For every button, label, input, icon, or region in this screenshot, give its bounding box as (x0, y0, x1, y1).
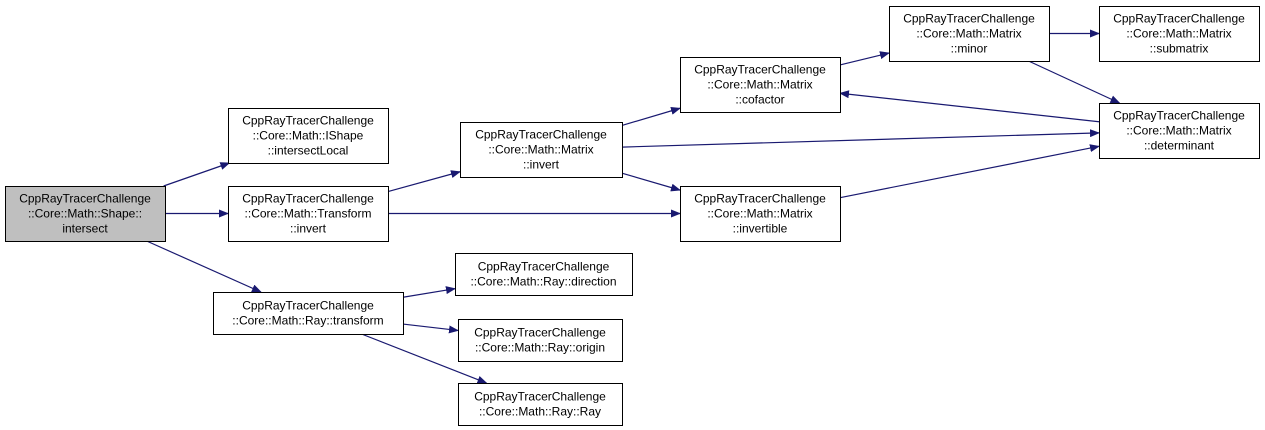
edge-matrix-invert-to-matrix-invertible (621, 172, 681, 192)
edge-matrix-cofactor-to-matrix-minor (839, 51, 890, 66)
node-label-line: ::Core::Math::Matrix (707, 78, 812, 92)
edge-shape-intersect-to-ray-transform (146, 240, 262, 293)
node-matrix-invert[interactable]: CppRayTracerChallenge::Core::Math::Matri… (460, 122, 623, 178)
edge-line (387, 170, 461, 193)
node-box (1099, 103, 1260, 159)
node-label-line: CppRayTracerChallenge (694, 63, 826, 77)
node-shape-intersect[interactable]: CppRayTracerChallenge::Core::Math::Shape… (5, 186, 166, 242)
node-label-line: CppRayTracerChallenge (474, 326, 606, 340)
edge-line (163, 162, 231, 187)
node-label-line: ::Core::Math::Matrix (916, 27, 1021, 41)
edge-line (146, 240, 262, 293)
node-box (458, 319, 623, 362)
node-label-line: ::Core::Math::IShape (253, 129, 364, 143)
node-matrix-determinant[interactable]: CppRayTracerChallenge::Core::Math::Matri… (1099, 103, 1260, 159)
node-label-line: ::cofactor (735, 93, 784, 107)
node-label-line: ::determinant (1144, 139, 1215, 153)
edge-ray-transform-to-ray-origin (402, 323, 459, 334)
edge-ray-transform-to-ray-ray (361, 333, 488, 384)
edge-line (621, 129, 1100, 148)
node-transform-invert[interactable]: CppRayTracerChallenge::Core::Math::Trans… (228, 186, 389, 242)
node-label-line: ::Core::Math::Matrix (488, 143, 593, 157)
edge-line (621, 172, 681, 192)
node-matrix-submatrix[interactable]: CppRayTracerChallenge::Core::Math::Matri… (1099, 6, 1260, 62)
node-label-line: ::Core::Math::Ray::origin (475, 341, 605, 355)
node-box (213, 292, 404, 335)
node-matrix-cofactor[interactable]: CppRayTracerChallenge::Core::Math::Matri… (680, 57, 841, 113)
node-label-line: ::Core::Math::Ray::Ray (479, 405, 601, 419)
edge-line (361, 333, 488, 384)
node-matrix-minor[interactable]: CppRayTracerChallenge::Core::Math::Matri… (889, 6, 1050, 62)
node-box (455, 253, 633, 296)
node-label-line: CppRayTracerChallenge (903, 12, 1035, 26)
node-label-line: CppRayTracerChallenge (1113, 12, 1245, 26)
edge-shape-intersect-to-ishape-intersectlocal (163, 162, 231, 187)
node-ishape-intersectlocal[interactable]: CppRayTracerChallenge::Core::Math::IShap… (228, 108, 389, 164)
node-label-line: CppRayTracerChallenge (1113, 109, 1245, 123)
node-label-line: ::Core::Math::Ray::transform (232, 314, 383, 328)
edge-line (621, 106, 681, 127)
node-label-line: ::invert (523, 158, 560, 172)
node-label-line: CppRayTracerChallenge (474, 390, 606, 404)
edge-ray-transform-to-ray-direction (402, 286, 456, 298)
edge-transform-invert-to-matrix-invert (387, 170, 461, 193)
node-label-line: ::minor (951, 42, 988, 56)
node-label-line: ::Core::Math::Transform (245, 207, 372, 221)
edge-line (839, 90, 1100, 123)
edge-line (402, 286, 456, 298)
node-label-line: CppRayTracerChallenge (19, 192, 151, 206)
node-ray-transform[interactable]: CppRayTracerChallenge::Core::Math::Ray::… (213, 292, 404, 335)
node-box (228, 108, 389, 164)
node-label-line: CppRayTracerChallenge (242, 114, 374, 128)
node-ray-direction[interactable]: CppRayTracerChallenge::Core::Math::Ray::… (455, 253, 633, 296)
edge-line (839, 51, 890, 66)
node-box (458, 383, 623, 426)
node-label-line: ::intersectLocal (268, 144, 349, 158)
edges-layer (146, 29, 1121, 384)
node-label-line: ::Core::Math::Matrix (1126, 124, 1231, 138)
node-label-line: CppRayTracerChallenge (475, 128, 607, 142)
node-box (889, 6, 1050, 62)
edge-line (839, 144, 1100, 199)
node-label-line: intersect (62, 222, 108, 236)
edge-matrix-invertible-to-matrix-determinant (839, 144, 1100, 199)
edge-matrix-minor-to-matrix-determinant (1028, 60, 1121, 104)
node-label-line: ::Core::Math::Matrix (1126, 27, 1231, 41)
edge-matrix-determinant-to-matrix-cofactor (839, 90, 1100, 123)
node-label-line: ::invertible (733, 222, 788, 236)
node-matrix-invertible[interactable]: CppRayTracerChallenge::Core::Math::Matri… (680, 186, 841, 242)
node-label-line: CppRayTracerChallenge (478, 260, 610, 274)
node-label-line: ::Core::Math::Ray::direction (470, 275, 616, 289)
edge-line (402, 323, 459, 334)
node-label-line: CppRayTracerChallenge (242, 299, 374, 313)
edge-line (1028, 60, 1121, 104)
node-box (5, 186, 166, 242)
node-label-line: ::Core::Math::Matrix (707, 207, 812, 221)
node-label-line: ::submatrix (1150, 42, 1209, 56)
nodes-layer: CppRayTracerChallenge::Core::Math::Shape… (5, 6, 1260, 426)
edge-matrix-invert-to-matrix-determinant (621, 129, 1100, 148)
node-ray-origin[interactable]: CppRayTracerChallenge::Core::Math::Ray::… (458, 319, 623, 362)
node-box (680, 57, 841, 113)
edge-matrix-invert-to-matrix-cofactor (621, 106, 681, 127)
node-label-line: CppRayTracerChallenge (242, 192, 374, 206)
node-label-line: CppRayTracerChallenge (694, 192, 826, 206)
node-box (1099, 6, 1260, 62)
node-box (460, 122, 623, 178)
node-label-line: ::Core::Math::Shape:: (28, 207, 142, 221)
node-box (680, 186, 841, 242)
node-label-line: ::invert (290, 222, 327, 236)
node-box (228, 186, 389, 242)
node-ray-ray[interactable]: CppRayTracerChallenge::Core::Math::Ray::… (458, 383, 623, 426)
